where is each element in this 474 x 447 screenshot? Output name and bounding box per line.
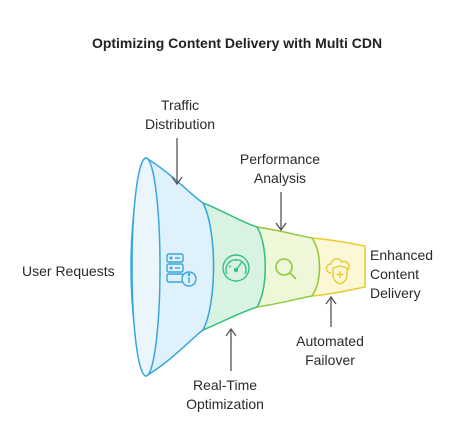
label-traffic-distribution: Traffic Distribution	[144, 97, 216, 132]
funnel-stage-performance-analysis	[255, 226, 321, 308]
cloud-shield-icon	[325, 258, 350, 285]
arrow-traffic-distribution	[171, 138, 183, 186]
label-automated-failover: Automated Failover	[296, 333, 364, 368]
arrow-performance-analysis	[275, 192, 287, 232]
label-performance-analysis: Performance Analysis	[239, 151, 321, 186]
funnel-mouth	[131, 157, 161, 377]
label-realtime-optimization: Real-Time Optimization	[186, 377, 264, 412]
diagram-title: Optimizing Content Delivery with Multi C…	[91, 35, 383, 51]
label-user-requests: User Requests	[22, 263, 115, 279]
server-info-icon	[166, 253, 197, 287]
magnifier-icon	[275, 258, 297, 280]
arrow-automated-failover	[325, 295, 337, 327]
speedometer-icon	[222, 254, 250, 282]
arrow-realtime-optimization	[225, 327, 237, 371]
label-enhanced-content-delivery: Enhanced Content Delivery	[370, 247, 434, 301]
